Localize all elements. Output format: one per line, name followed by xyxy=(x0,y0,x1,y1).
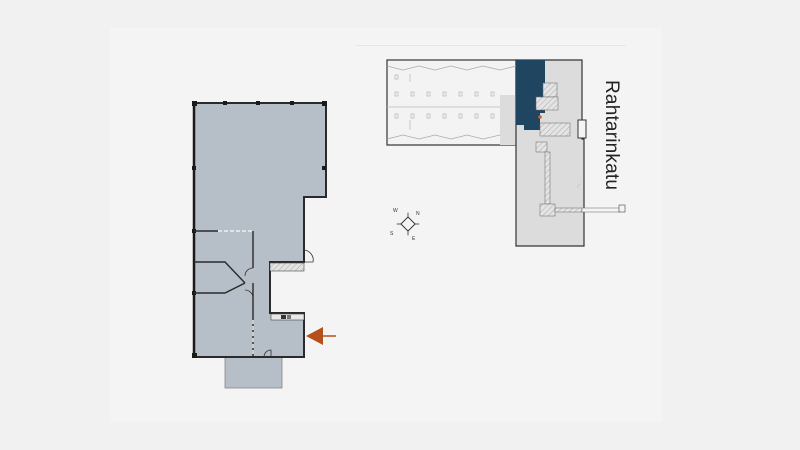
compass-label-n: N xyxy=(416,211,420,217)
unit-area xyxy=(193,102,327,358)
street-label: Rahtarinkatu xyxy=(601,80,622,191)
compass-label-w: W xyxy=(393,208,398,214)
compass-icon xyxy=(396,212,420,236)
door-swings xyxy=(244,249,314,358)
annex-area xyxy=(224,356,283,389)
parking-markers xyxy=(394,74,495,130)
interior-walls xyxy=(194,230,254,357)
kitchenette xyxy=(270,313,305,321)
entrance-canopy xyxy=(269,262,305,272)
entrance-arrow-icon xyxy=(306,327,336,345)
building-core xyxy=(535,82,583,217)
building-key-plan xyxy=(386,59,626,247)
compass-label-s: S xyxy=(390,231,394,237)
divider-line xyxy=(356,45,626,46)
compass-label-e: E xyxy=(412,236,416,242)
highlighted-unit xyxy=(516,60,545,130)
